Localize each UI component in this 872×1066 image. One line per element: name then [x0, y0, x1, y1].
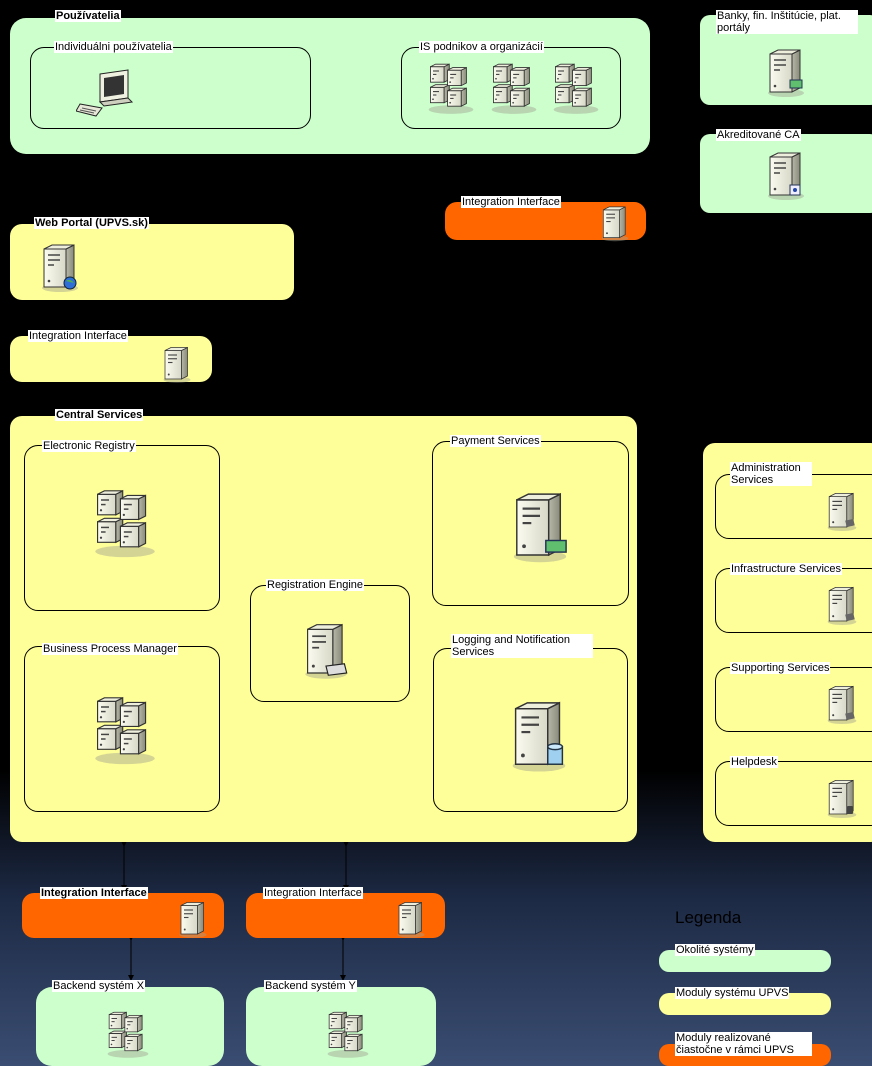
server-admin-icon: [826, 586, 858, 626]
server-cluster-icon: [106, 1005, 150, 1065]
server-cluster-icon: [490, 58, 538, 120]
integration-interface-bottom-1-label: Integration Interface: [40, 887, 148, 899]
registration-engine-box: [250, 585, 410, 702]
users-title: Používatelia: [55, 10, 121, 22]
central-services-title: Central Services: [55, 409, 144, 421]
backend-y-panel: [246, 987, 436, 1066]
server-admin-icon: [826, 685, 858, 725]
users-panel: [10, 18, 650, 154]
individual-users-box: [30, 47, 311, 129]
business-process-manager-box: [24, 646, 220, 812]
server-phone-icon: [826, 779, 858, 819]
ca-label: Akreditované CA: [716, 129, 801, 141]
server-cluster-icon: [93, 482, 157, 566]
registration-engine-label: Registration Engine: [266, 579, 365, 591]
individual-users-label: Individuálni používatelia: [54, 41, 173, 53]
supporting-services-box: [715, 667, 872, 732]
central-services-panel: [10, 416, 637, 842]
server-database-icon: [511, 701, 567, 773]
web-portal-label: Web Portal (UPVS.sk): [34, 217, 149, 229]
server-icon: [178, 901, 208, 939]
computer-icon: [76, 69, 134, 117]
electronic-registry-label: Electronic Registry: [42, 440, 136, 452]
is-organizations-box: [401, 47, 621, 129]
backend-y-label: Backend systém Y: [264, 980, 357, 992]
legend-label-partial: Moduly realizované čiastočne v rámci UPV…: [675, 1032, 812, 1056]
legend-label-upvs: Moduly systému UPVS: [675, 987, 790, 999]
legend-label-surrounding: Okolité systémy: [675, 944, 755, 956]
server-terminal-icon: [304, 623, 348, 680]
server-cluster-icon: [93, 689, 157, 773]
infrastructure-services-box: [715, 568, 872, 633]
web-portal-panel: [10, 224, 294, 300]
legend-title: Legenda: [675, 908, 742, 927]
backend-x-panel: [36, 987, 224, 1066]
server-icon: [396, 901, 426, 939]
web-server-icon: [41, 244, 79, 293]
payment-services-box: [432, 441, 629, 606]
integration-interface-bottom-1: [22, 893, 224, 939]
integration-interface-bottom-2-label: Integration Interface: [263, 887, 363, 899]
infrastructure-services-label: Infrastructure Services: [730, 563, 843, 575]
is-organizations-label: IS podnikov a organizácií: [419, 41, 544, 53]
helpdesk-label: Helpdesk: [730, 756, 778, 768]
ca-panel: [700, 134, 872, 213]
support-services-panel: [703, 443, 872, 842]
server-icon: [162, 346, 192, 384]
banks-label: Banky, fin. Inštitúcie, plat. portály: [716, 10, 858, 34]
integration-interface-left: [10, 336, 212, 384]
integration-interface-top: [445, 202, 646, 242]
backend-x-label: Backend systém X: [52, 980, 146, 992]
supporting-services-label: Supporting Services: [730, 662, 831, 674]
logging-notification-label: Logging and Notification Services: [451, 634, 593, 658]
payment-services-label: Payment Services: [450, 435, 541, 447]
integration-interface-bottom-2: [246, 893, 445, 939]
integration-interface-top-label: Integration Interface: [461, 196, 561, 208]
server-admin-icon: [826, 492, 858, 532]
server-cluster-icon: [326, 1005, 370, 1065]
business-process-manager-label: Business Process Manager: [42, 643, 178, 655]
server-cluster-icon: [552, 58, 600, 120]
server-certificate-icon: [767, 152, 805, 201]
server-icon: [601, 206, 629, 242]
electronic-registry-box: [24, 445, 220, 611]
helpdesk-box: [715, 761, 872, 826]
server-payment-icon: [767, 49, 805, 98]
server-cluster-icon: [427, 58, 475, 120]
integration-interface-left-label: Integration Interface: [28, 330, 128, 342]
server-payment-icon: [512, 493, 568, 564]
administration-services-label: Administration Services: [730, 462, 812, 486]
logging-notification-box: [433, 648, 628, 812]
